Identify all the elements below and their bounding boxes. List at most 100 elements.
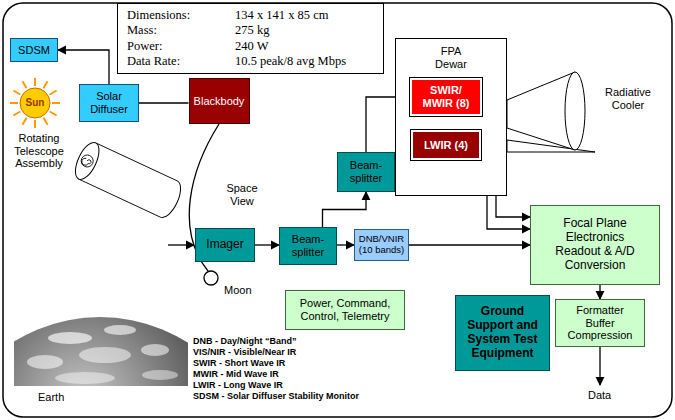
sun-ray — [44, 81, 48, 88]
spec-cell: 240 W — [235, 39, 374, 53]
text-group: SDSM — [18, 44, 50, 57]
box-text: Beam-splitter — [283, 233, 333, 258]
spec-cell: Data Rate: — [127, 54, 235, 68]
detector-box: LWIR (4) — [411, 130, 481, 160]
box-text: SWIR/ MWIR (8) — [415, 84, 477, 109]
box-text: Sun — [26, 97, 45, 109]
text-group: Sun — [26, 97, 45, 109]
spec-cell: 134 x 141 x 85 cm — [235, 8, 374, 22]
box-text: Solar Diffuser — [83, 90, 135, 115]
moon-symbol — [204, 271, 218, 285]
box-text: Formatter Buffer Compression — [562, 304, 638, 342]
spec-cell: Dimensions: — [127, 8, 235, 22]
text-group: Ground Support and System Test Equipment — [462, 305, 544, 360]
abbreviation-note: MWIR - Mid Wave IR — [193, 369, 279, 379]
box-text: Blackbody — [194, 95, 245, 108]
signal-arrow — [58, 50, 109, 84]
text-group: SWIR/ MWIR (8) — [415, 84, 477, 109]
view-label: Space View — [222, 182, 262, 207]
control-box: Power, Command, Control, Telemetry — [285, 290, 405, 330]
sun-ray — [44, 118, 48, 125]
text-group: DNB/VNIR (10 bands) — [358, 234, 405, 256]
box-heading: FPA Dewar — [428, 45, 474, 70]
text-group: Imager — [206, 238, 243, 252]
input-arrow — [168, 244, 194, 245]
sun-disc — [20, 88, 50, 118]
telescope-swirl — [81, 157, 92, 167]
beamsplitter-box: Beam-splitter — [337, 152, 395, 192]
part-label: Rotating Telescope Assembly — [6, 132, 72, 170]
text-group: Blackbody — [194, 95, 245, 108]
sun-ray — [34, 78, 36, 86]
signal-arrow — [139, 102, 189, 103]
cloud — [104, 325, 136, 335]
dewar-box: FPA DewarSWIR/ MWIR (8) LWIR (4) — [395, 38, 507, 196]
output-arrow — [599, 347, 600, 385]
box-text: Ground Support and System Test Equipment — [462, 305, 544, 360]
cloud — [142, 370, 178, 380]
text-group: Solar Diffuser — [83, 90, 135, 115]
abbreviation-note: SWIR - Short Wave IR — [193, 358, 285, 368]
beamsplitter-box: Beam-splitter — [279, 227, 337, 265]
target-label: Earth — [38, 391, 64, 404]
ground-support-box: Ground Support and System Test Equipment — [455, 295, 550, 371]
abbreviation-note: VIS/NIR - Visible/Near IR — [193, 347, 296, 357]
box-text: Focal Plane Electronics Readout & A/D Co… — [553, 217, 637, 272]
sun-ray — [10, 102, 18, 104]
sun-symbol: Sun — [8, 76, 62, 130]
signal-arrow — [255, 244, 279, 245]
sun-ray — [23, 81, 27, 88]
radiative-cooler — [507, 72, 595, 152]
box-text: LWIR (4) — [424, 139, 468, 152]
band-box: DNB/VNIR (10 bands) — [354, 229, 409, 261]
box-text: Imager — [206, 238, 243, 252]
text-group: Power, Command, Control, Telemetry — [291, 297, 399, 322]
telescope-cylinder — [71, 139, 186, 221]
text-group: Beam-splitter — [283, 233, 333, 258]
sun-ray — [23, 118, 27, 125]
target-label: Moon — [224, 284, 252, 297]
telescope-mirror — [79, 153, 95, 169]
signal-arrow — [599, 285, 600, 299]
text-group: Dimensions:134 x 141 x 85 cmMass:275 kgP… — [121, 8, 380, 69]
outer-frame — [3, 3, 672, 417]
monitor-box: SDSM — [10, 38, 58, 62]
text-group: Focal Plane Electronics Readout & A/D Co… — [553, 217, 637, 272]
diffuser-box: Solar Diffuser — [79, 84, 139, 122]
sun-ray — [50, 91, 57, 95]
abbreviation-note: DNB - Day/Night “Band” — [193, 336, 297, 346]
cloud — [79, 347, 131, 363]
sun-ray — [52, 102, 60, 104]
blackbody-box: Blackbody — [189, 78, 250, 124]
sun-ray — [13, 91, 20, 95]
output-label: Data — [588, 389, 611, 402]
telescope-face — [71, 139, 104, 183]
sun-ray — [34, 120, 36, 128]
imager-box: Imager — [195, 228, 255, 262]
text-group: LWIR (4) — [424, 139, 468, 152]
signal-arrow — [409, 244, 530, 245]
cooler-rim — [565, 72, 585, 150]
spec-cell: 275 kg — [235, 23, 374, 37]
box-text: SDSM — [18, 44, 50, 57]
box-text: Beam-splitter — [341, 159, 391, 184]
spec-cell: 10.5 peak/8 avg Mbps — [235, 54, 374, 68]
box-text: DNB/VNIR (10 bands) — [358, 234, 405, 256]
text-group: FPA Dewar — [428, 45, 474, 70]
cloud — [141, 344, 169, 356]
formatter-box: Formatter Buffer Compression — [555, 299, 645, 347]
detector-box: SWIR/ MWIR (8) — [410, 78, 482, 116]
electronics-box: Focal Plane Electronics Readout & A/D Co… — [530, 205, 660, 285]
cloud — [55, 372, 115, 384]
signal-arrow — [337, 244, 354, 245]
spec-cell: Mass: — [127, 23, 235, 37]
spec-table: Dimensions:134 x 141 x 85 cmMass:275 kgP… — [117, 3, 384, 74]
sun-ray — [13, 112, 20, 116]
cloud — [27, 355, 63, 369]
spec-cell: Power: — [127, 39, 235, 53]
text-group: Formatter Buffer Compression — [562, 304, 638, 342]
sun-ray — [50, 112, 57, 116]
part-label: Radiative Cooler — [597, 86, 659, 111]
signal-arrow — [323, 192, 367, 227]
box-text: Power, Command, Control, Telemetry — [291, 297, 399, 322]
